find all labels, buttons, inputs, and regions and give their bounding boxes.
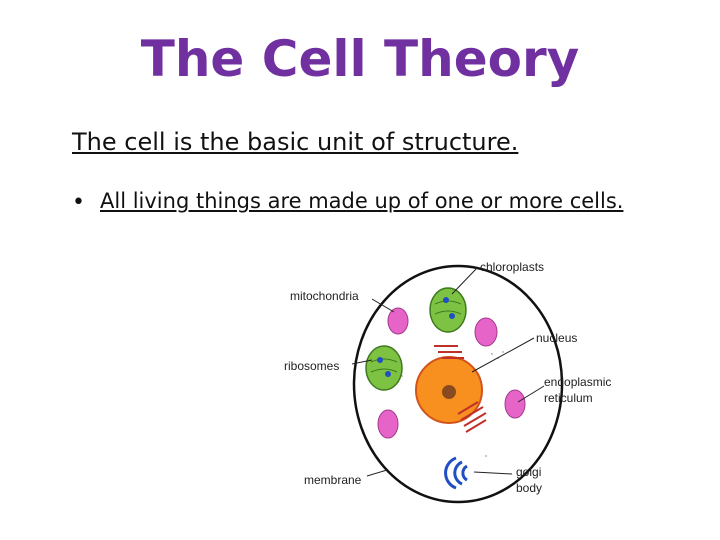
- label-ribosomes: ribosomes: [284, 359, 339, 373]
- slide-title: The Cell Theory: [140, 30, 580, 88]
- label-reticulum: reticulum: [544, 391, 593, 405]
- chloroplast-left: [365, 345, 403, 391]
- chloroplast-top: [429, 287, 467, 333]
- bullet-text: All living things are made up of one or …: [100, 189, 624, 213]
- pointer-lines: [351, 267, 545, 477]
- golgi-body: [444, 456, 468, 490]
- slide-subtitle: The cell is the basic unit of structure.: [72, 128, 519, 156]
- label-golgi: golgi: [516, 465, 541, 479]
- label-nucleus: nucleus: [536, 331, 577, 345]
- nucleus: [415, 356, 483, 424]
- label-body: body: [516, 481, 542, 495]
- label-endoplasmic: endoplasmic: [544, 375, 611, 389]
- label-mitochondria: mitochondria: [290, 289, 359, 303]
- label-membrane: membrane: [304, 473, 362, 487]
- bullet-dot-icon: •: [72, 190, 85, 215]
- endoplasmic-reticulum: [434, 345, 487, 433]
- bullet-item: • All living things are made up of one o…: [72, 189, 632, 216]
- mitochondria: [377, 307, 526, 439]
- cell-diagram: chloroplasts mitochondria nucleus riboso…: [284, 260, 611, 504]
- label-chloroplasts: chloroplasts: [480, 260, 544, 274]
